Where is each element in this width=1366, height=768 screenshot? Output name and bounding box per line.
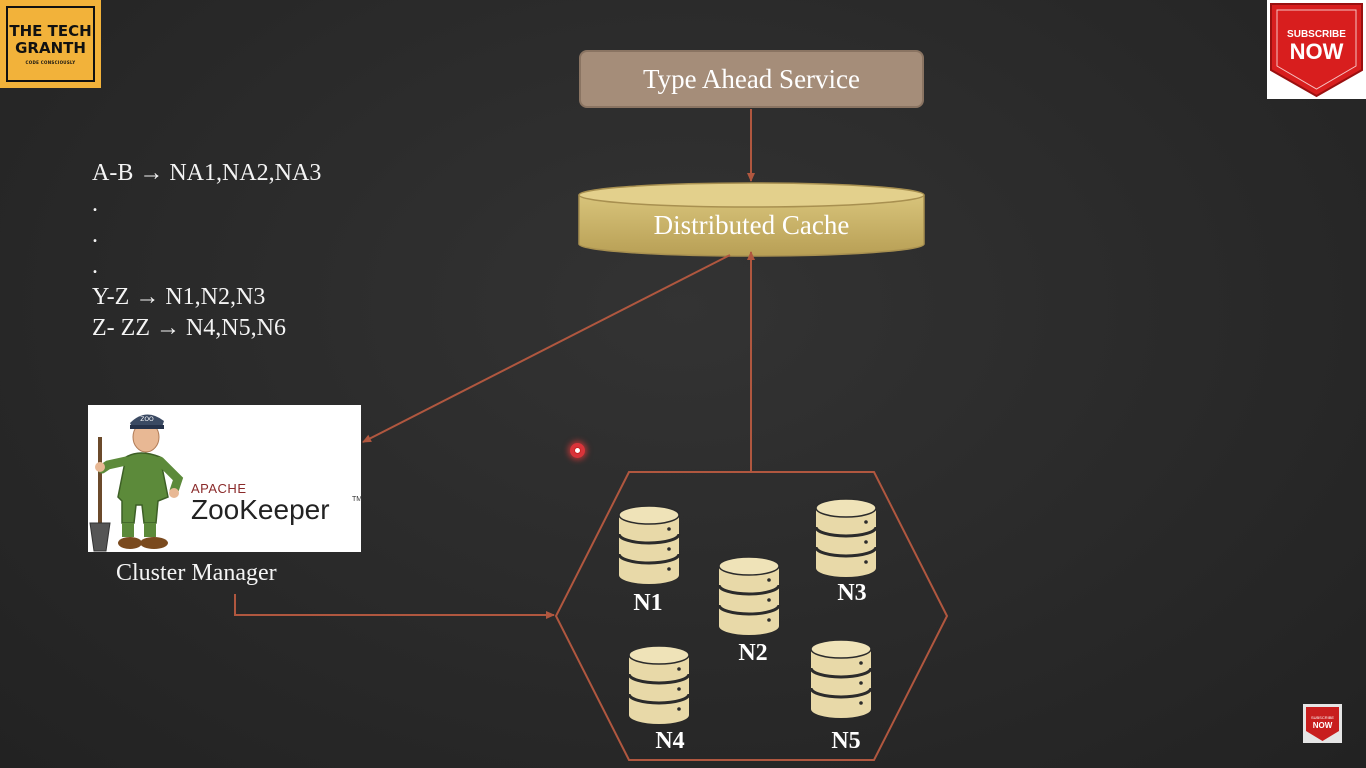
database-icon-n1 bbox=[617, 505, 681, 584]
mapping-line: . bbox=[92, 191, 98, 217]
mapping-line: Y-Z → N1,N2,N3 bbox=[92, 284, 266, 310]
logo-line1: THE TECH bbox=[9, 21, 92, 40]
mapping-line: . bbox=[92, 253, 98, 279]
database-icon-n3 bbox=[814, 498, 878, 577]
distributed-cache-label: Distributed Cache bbox=[653, 209, 850, 240]
node-label-n1: N1 bbox=[633, 590, 662, 616]
subscribe-line1: SUBSCRIBE bbox=[1287, 29, 1346, 40]
subscribe-line2: NOW bbox=[1290, 39, 1344, 64]
logo-line2: GRANTH bbox=[15, 38, 86, 57]
node-label-n5: N5 bbox=[831, 728, 860, 754]
zookeeper-mascot-icon: ZOO bbox=[89, 414, 184, 552]
subscribe-badge[interactable]: SUBSCRIBE NOW bbox=[1267, 0, 1366, 99]
pointer-cursor-icon bbox=[570, 443, 585, 458]
zookeeper-name-text: ZooKeeper bbox=[191, 494, 330, 525]
zookeeper-logo-card: ZOO bbox=[88, 405, 361, 552]
zookeeper-hat-text: ZOO bbox=[140, 416, 154, 423]
mapping-line: Z- ZZ → N4,N5,N6 bbox=[92, 315, 286, 341]
zookeeper-apache-text: APACHE bbox=[191, 481, 247, 496]
range-mapping-list: A-B → NA1,NA2,NA3 . . . Y-Z → N1,N2,N3 Z… bbox=[92, 158, 321, 344]
cache-to-zookeeper-arrow bbox=[362, 254, 731, 443]
mini-subscribe-shield-icon: SUBSCRIBE NOW bbox=[1306, 707, 1339, 741]
node-cluster-hexagon bbox=[554, 471, 949, 761]
type-ahead-service-box: Type Ahead Service bbox=[579, 50, 924, 108]
mapping-line: A-B → NA1,NA2,NA3 bbox=[92, 160, 322, 186]
database-icon-n5 bbox=[809, 639, 873, 718]
mapping-line: . bbox=[92, 222, 98, 248]
channel-logo: THE TECH GRANTH CODE CONSCIOUSLY bbox=[0, 0, 101, 88]
node-label-n3: N3 bbox=[837, 580, 866, 606]
database-icon-n2 bbox=[717, 556, 781, 635]
mini-subscribe-line1: SUBSCRIBE bbox=[1311, 715, 1334, 720]
mini-subscribe-badge[interactable]: SUBSCRIBE NOW bbox=[1303, 704, 1342, 743]
logo-tagline: CODE CONSCIOUSLY bbox=[25, 59, 76, 65]
manager-to-cluster-arrow bbox=[234, 594, 555, 619]
type-ahead-service-label: Type Ahead Service bbox=[642, 63, 861, 94]
node-label-n2: N2 bbox=[738, 640, 767, 666]
cluster-manager-label: Cluster Manager bbox=[116, 560, 277, 586]
database-icon-n4 bbox=[627, 645, 691, 724]
mini-subscribe-line2: NOW bbox=[1313, 721, 1333, 730]
subscribe-shield-icon: SUBSCRIBE NOW bbox=[1270, 3, 1363, 98]
zookeeper-trademark: TM bbox=[352, 496, 363, 503]
node-label-n4: N4 bbox=[655, 728, 684, 754]
